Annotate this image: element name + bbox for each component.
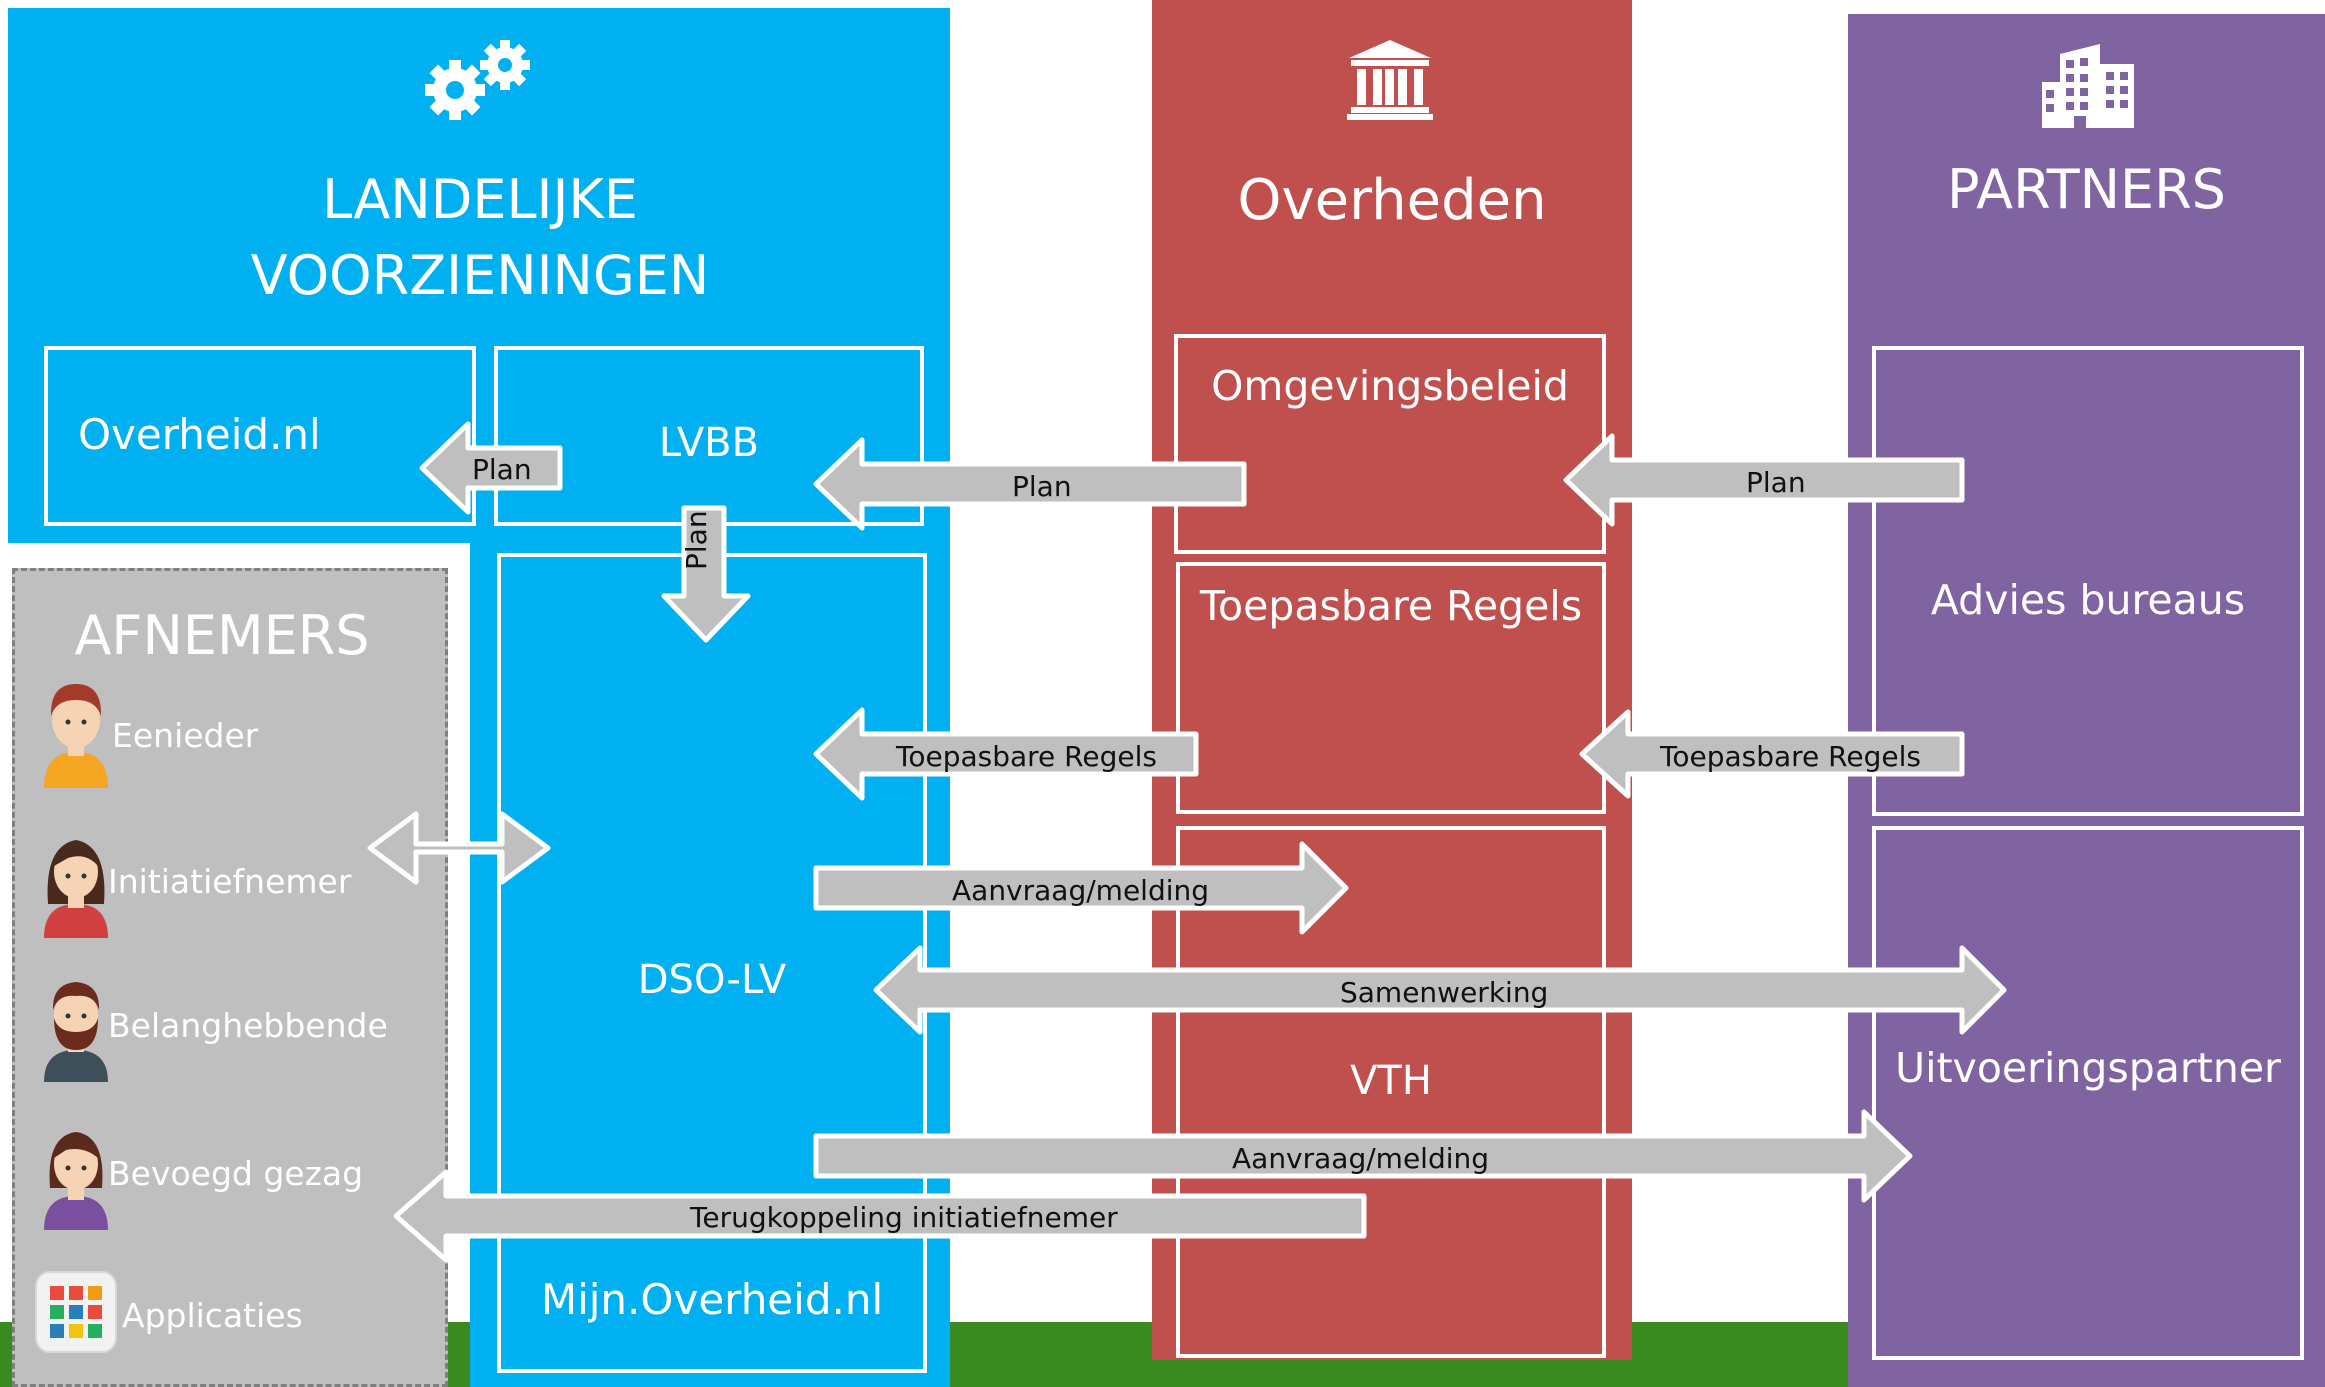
afnemer-label-belanghebbende: Belanghebbende: [108, 1006, 388, 1045]
landelijke-title-line1: LANDELIJKE: [322, 168, 638, 231]
advies-bureaus-box[interactable]: Advies bureaus: [1872, 346, 2304, 816]
arrow-label-terugkoppeling: Terugkoppeling initiatiefnemer: [690, 1201, 1118, 1234]
uitvoeringspartner-label: Uitvoeringspartner: [1895, 1044, 2281, 1092]
apps-grid-icon: [34, 1270, 118, 1354]
vth-box[interactable]: VTH: [1176, 826, 1606, 1358]
uitvoeringspartner-box[interactable]: Uitvoeringspartner: [1872, 826, 2304, 1360]
arrow-label-plan-partners: Plan: [1746, 466, 1806, 499]
afnemer-label-applicaties: Applicaties: [122, 1296, 303, 1335]
government-building-icon: [1347, 38, 1433, 120]
arrow-afnemers-dso: [367, 811, 551, 885]
arrow-toepasbare-from-partners: [1579, 709, 1965, 799]
arrow-aanvraag-to-uitvoering: [813, 1109, 1913, 1203]
arrow-aanvraag-to-vth: [813, 841, 1349, 935]
arrow-label-toepasbare-dso: Toepasbare Regels: [896, 740, 1157, 773]
arrow-toepasbare-to-dso: [813, 707, 1199, 801]
arrow-label-plan-omgeving: Plan: [1012, 470, 1072, 503]
omgevingsbeleid-label: Omgevingsbeleid: [1211, 362, 1569, 410]
arrow-label-plan-down: Plan: [680, 510, 713, 570]
arrow-plan-to-overheid: [419, 421, 563, 515]
arrow-plan-from-omgeving: [813, 437, 1247, 531]
lvbb-label: LVBB: [658, 420, 760, 466]
advies-bureaus-label: Advies bureaus: [1930, 576, 2246, 624]
overheden-panel: [1152, 0, 1632, 1360]
office-building-icon: [2040, 42, 2136, 130]
dso-lv-label: DSO-LV: [637, 957, 787, 1003]
arrow-plan-from-partners: [1563, 433, 1965, 527]
person-woman-red-icon: [38, 826, 114, 938]
vth-label: VTH: [1350, 1058, 1432, 1104]
afnemer-label-initiatiefnemer: Initiatiefnemer: [108, 862, 352, 901]
afnemer-label-eenieder: Eenieder: [112, 716, 259, 755]
partners-title: PARTNERS: [1947, 158, 2226, 221]
arrow-samenwerking: [873, 945, 2007, 1035]
afnemers-title: AFNEMERS: [74, 604, 370, 667]
arrow-label-toepasbare-partners: Toepasbare Regels: [1660, 740, 1921, 773]
arrow-label-aanvraag-uitvoering: Aanvraag/melding: [1232, 1142, 1490, 1175]
overheid-nl-label: Overheid.nl: [78, 410, 321, 459]
person-purple-icon: [38, 1118, 114, 1230]
arrow-label-plan-overheid: Plan: [472, 453, 532, 486]
toepasbare-regels-label: Toepasbare Regels: [1199, 582, 1583, 630]
landelijke-title-line2: VOORZIENINGEN: [250, 244, 710, 307]
arrow-label-samenwerking: Samenwerking: [1340, 976, 1549, 1009]
person-bearded-icon: [38, 970, 114, 1082]
arrow-plan-down: [661, 505, 751, 643]
overheid-nl-box[interactable]: Overheid.nl: [44, 346, 476, 526]
person-orange-icon: [38, 672, 114, 788]
mijn-overheid-label: Mijn.Overheid.nl: [540, 1275, 884, 1324]
arrow-terugkoppeling: [393, 1169, 1367, 1263]
afnemer-label-bevoegd-gezag: Bevoegd gezag: [108, 1154, 364, 1193]
overheden-title: Overheden: [1237, 168, 1547, 233]
landelijke-voorzieningen-column: [470, 540, 950, 1387]
gears-icon: [420, 35, 540, 125]
arrow-label-aanvraag-vth: Aanvraag/melding: [952, 874, 1210, 907]
toepasbare-regels-box[interactable]: Toepasbare Regels: [1176, 562, 1606, 814]
partners-panel: [1848, 14, 2325, 1387]
